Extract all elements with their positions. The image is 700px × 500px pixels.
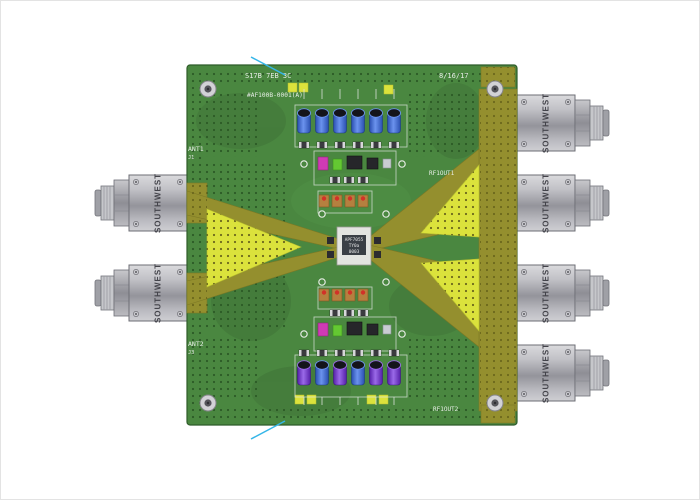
pcb-board: APF7055 TY0a 0003 S17B 7EB 3C 8/16/17 #A… xyxy=(186,56,518,440)
board-rev-label: S17B 7EB 3C xyxy=(245,72,291,80)
leader-line-bottom xyxy=(250,420,286,440)
date-label: 8/16/17 xyxy=(439,72,469,80)
top-component-cluster xyxy=(297,89,401,208)
chip-side-cap xyxy=(374,251,381,258)
silkscreen-text: S17B 7EB 3C 8/16/17 #AF100B-0001(A) ANT1… xyxy=(188,72,469,413)
silver-cap xyxy=(382,158,392,169)
rfout2-label: RF1OUT2 xyxy=(433,406,459,413)
ic-component xyxy=(346,155,363,170)
chip-marking-line1: APF7055 xyxy=(345,237,364,243)
chip-die xyxy=(342,235,366,255)
rfout1-label: RF1OUT1 xyxy=(429,170,455,177)
ic-component xyxy=(346,321,363,336)
gold-via-fields xyxy=(187,67,516,423)
chip-marking-line2: TY0a xyxy=(349,243,360,249)
magenta-component xyxy=(317,322,329,337)
chip-side-cap xyxy=(327,237,334,244)
sma-connector-right-2 xyxy=(516,172,610,234)
ant1-refdes: J1 xyxy=(188,155,194,161)
ant2-label: ANT2 xyxy=(188,340,204,348)
via-fields xyxy=(191,69,513,423)
yellow-wedge-vias xyxy=(207,165,479,331)
sma-connector-right-3 xyxy=(516,262,610,324)
leader-line-top xyxy=(250,56,286,76)
silkscreen-ticks-bottom xyxy=(303,397,395,405)
bottom-component-cluster xyxy=(297,288,401,405)
silver-cap xyxy=(382,324,392,335)
magenta-component xyxy=(317,156,329,171)
sma-connector-right-4 xyxy=(516,342,610,404)
ic-component xyxy=(366,323,379,336)
green-component xyxy=(332,158,343,171)
green-component xyxy=(332,324,343,337)
ant2-refdes: J3 xyxy=(188,350,194,356)
yellow-pads xyxy=(287,82,394,405)
ant1-label: ANT1 xyxy=(188,145,204,153)
chip-marking-line3: 0003 xyxy=(349,249,360,255)
silkscreen-ticks-top xyxy=(303,89,395,99)
sma-connector-right-1 xyxy=(516,92,610,154)
leader-lines xyxy=(250,56,286,440)
ic-component xyxy=(366,157,379,170)
chip-side-cap xyxy=(327,251,334,258)
sma-connector-ant1 xyxy=(94,172,188,234)
part-number-label: #AF100B-0001(A) xyxy=(247,92,303,99)
sma-connector-ant2 xyxy=(94,262,188,324)
dut-chip: APF7055 TY0a 0003 xyxy=(327,226,381,266)
chip-side-cap xyxy=(374,237,381,244)
